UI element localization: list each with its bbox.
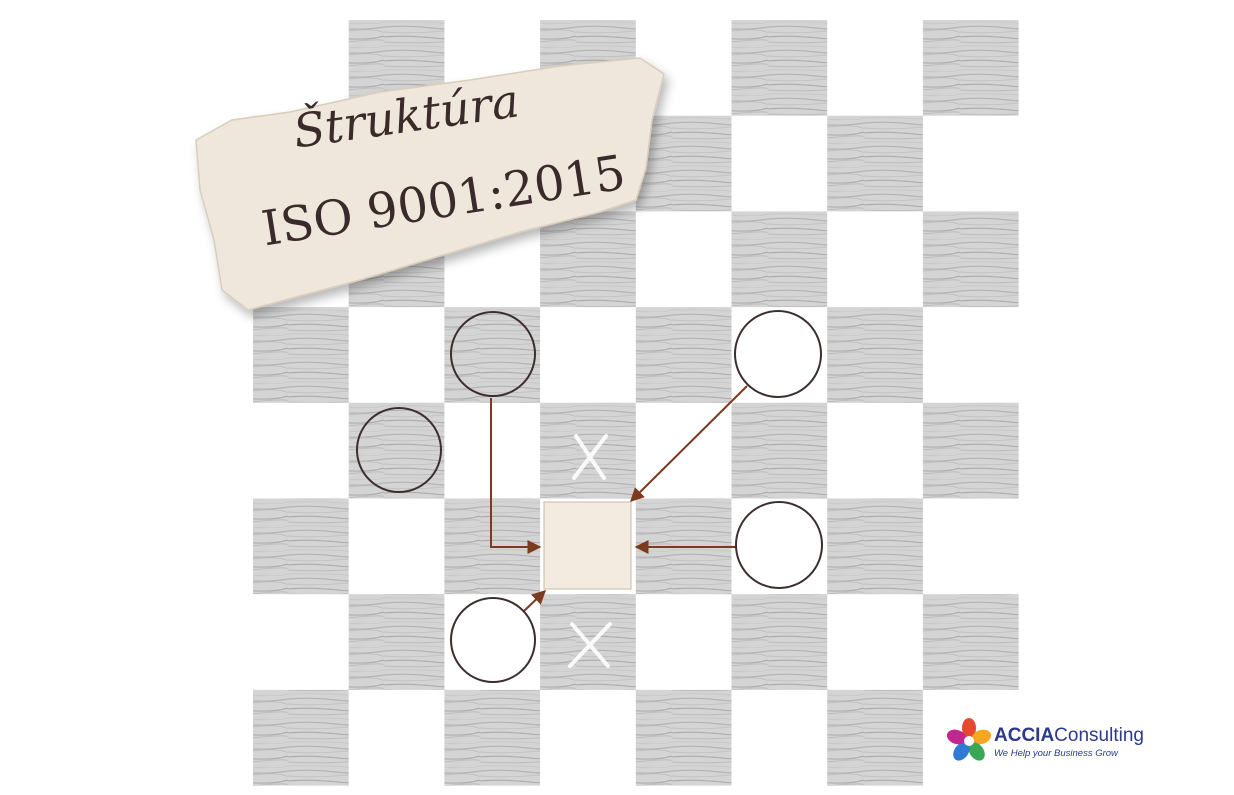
board-dark-square	[635, 115, 732, 212]
board-dark-square	[922, 402, 1019, 499]
board-dark-square	[253, 689, 349, 786]
board-dark-square	[731, 402, 828, 499]
circle-nodes	[356, 310, 823, 683]
board-dark-square	[731, 211, 828, 308]
board-dark-square	[827, 689, 923, 786]
board-dark-square	[444, 307, 541, 403]
board-dark-square	[922, 594, 1019, 690]
logo-brand-bold: ACCIA	[994, 725, 1055, 746]
circle-left	[356, 407, 442, 493]
connector-arrows	[490, 385, 748, 612]
x-mark-upper	[572, 434, 608, 480]
board-dark-square	[731, 20, 828, 116]
board-dark-square	[922, 20, 1019, 116]
board-dark-square	[827, 498, 923, 595]
x-mark-lower	[568, 622, 612, 668]
circle-top-right	[734, 310, 822, 398]
board-dark-square	[253, 307, 349, 403]
board-dark-square	[348, 402, 445, 499]
accia-consulting-logo: ACCIAConsulting We Help your Business Gr…	[946, 718, 1166, 768]
center-square	[543, 501, 632, 590]
circle-right	[735, 501, 823, 589]
circle-bottom-left	[450, 597, 536, 683]
board-dark-square	[444, 689, 541, 786]
logo-brand-regular: Consulting	[1054, 725, 1144, 746]
board-dark-square	[348, 594, 445, 690]
board-dark-square	[827, 307, 923, 403]
arrow-top-left-to-center	[490, 398, 542, 554]
arrow-bottom-left-to-center	[523, 590, 547, 612]
accia-logo-mark	[946, 718, 992, 761]
board-dark-square	[540, 211, 636, 308]
board-dark-square	[635, 307, 732, 403]
board-dark-square	[731, 594, 828, 690]
board-dark-square	[922, 211, 1019, 308]
board-dark-square	[253, 498, 349, 595]
logo-tagline: We Help your Business Grow	[994, 748, 1118, 759]
board-dark-square	[635, 689, 732, 786]
circle-top-left	[450, 311, 536, 397]
paper-note	[195, 57, 665, 311]
board-dark-square	[827, 115, 923, 212]
arrow-top-right-to-center	[630, 385, 748, 502]
logo-brand-name: ACCIAConsulting	[994, 725, 1144, 747]
